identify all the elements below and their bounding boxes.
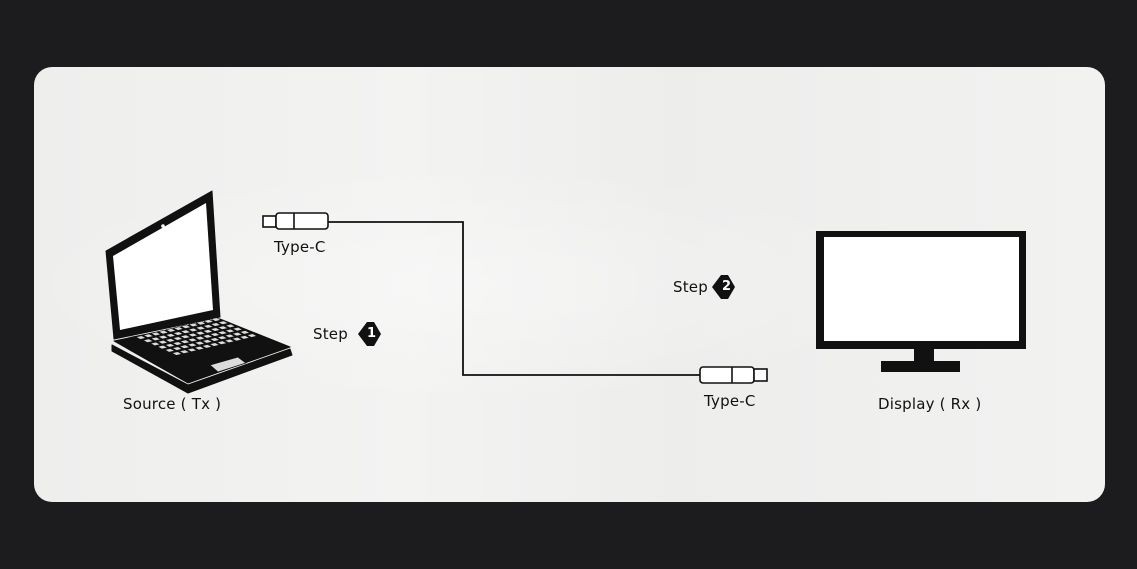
monitor-icon [816, 231, 1026, 372]
display-label: Display ( Rx ) [878, 395, 981, 413]
diagram-card: Type-C Type-C Step 1 Step 2 Source ( Tx … [34, 67, 1105, 502]
connector-left-label: Type-C [274, 238, 326, 256]
step2-label: Step [673, 278, 708, 296]
connector-right-label: Type-C [704, 392, 756, 410]
usb-c-plug-icon-left [263, 213, 328, 229]
cable-line [328, 222, 700, 375]
connection-diagram [34, 67, 1105, 502]
step2-number: 2 [722, 278, 730, 296]
usb-c-plug-icon-right [700, 367, 767, 383]
step1-number: 1 [367, 325, 375, 343]
source-label: Source ( Tx ) [123, 395, 221, 413]
step1-label: Step [313, 325, 348, 343]
